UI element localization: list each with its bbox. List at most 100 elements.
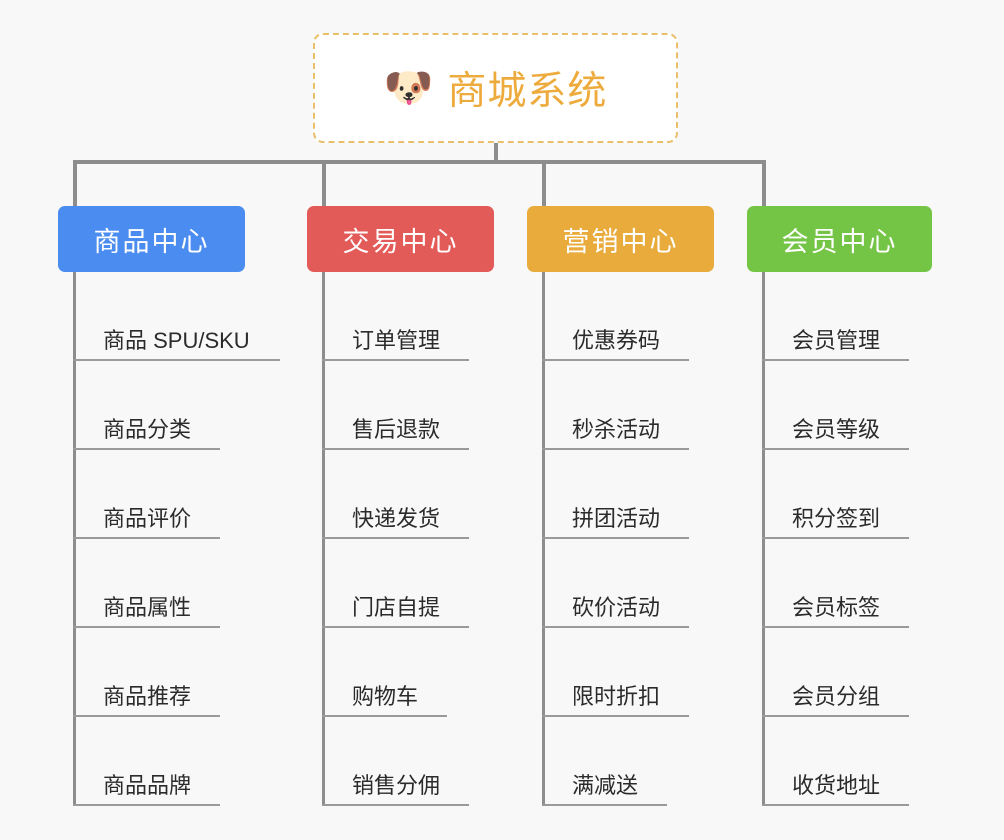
leaf-item-label: 订单管理 <box>352 328 441 353</box>
leaf-item[interactable]: 积分签到 <box>762 450 932 539</box>
leaf-item-underline <box>322 804 469 806</box>
root-title: 商城系统 <box>447 70 608 113</box>
column-product-center: 商品中心商品 SPU/SKU 商品分类商品评价商品属性商品推荐商品品牌 <box>58 206 280 806</box>
column-marketing-center: 营销中心优惠券码秒杀活动拼团活动砍价活动限时折扣满减送 <box>527 206 714 806</box>
column-trade-center: 交易中心订单管理售后退款快递发货门店自提购物车销售分佣 <box>307 206 494 806</box>
leaf-item-label: 商品 SPU/SKU <box>103 328 250 353</box>
leaf-item-label: 商品分类 <box>103 417 192 442</box>
leaf-list: 商品 SPU/SKU 商品分类商品评价商品属性商品推荐商品品牌 <box>73 272 280 806</box>
leaf-item-label: 秒杀活动 <box>572 417 661 442</box>
leaf-item-underline <box>73 804 220 806</box>
column-spine-marketing-center <box>542 272 545 806</box>
category-label: 营销中心 <box>562 226 679 257</box>
category-label: 商品中心 <box>93 226 210 257</box>
leaf-item-label: 会员等级 <box>792 417 881 442</box>
leaf-item-label: 会员标签 <box>792 595 881 620</box>
leaf-item-label: 拼团活动 <box>572 506 661 531</box>
leaf-item[interactable]: 秒杀活动 <box>542 361 714 450</box>
leaf-item-underline <box>542 804 667 806</box>
leaf-item[interactable]: 会员分组 <box>762 628 932 717</box>
leaf-item-underline <box>322 715 447 717</box>
leaf-item-underline <box>542 537 689 539</box>
leaf-item[interactable]: 商品属性 <box>73 539 245 628</box>
column-spine-member-center <box>762 272 765 806</box>
leaf-item-underline <box>762 359 909 361</box>
leaf-item[interactable]: 收货地址 <box>762 717 932 806</box>
leaf-item-underline <box>762 626 909 628</box>
leaf-item-label: 优惠券码 <box>572 328 661 353</box>
leaf-item-label: 会员管理 <box>792 328 881 353</box>
leaf-item-underline <box>542 715 689 717</box>
leaf-item-label: 销售分佣 <box>352 773 441 798</box>
leaf-item[interactable]: 会员等级 <box>762 361 932 450</box>
leaf-item-underline <box>762 448 909 450</box>
leaf-item-label: 会员分组 <box>792 684 881 709</box>
leaf-item-label: 积分签到 <box>792 506 881 531</box>
leaf-item[interactable]: 拼团活动 <box>542 450 714 539</box>
column-spine-trade-center <box>322 272 325 806</box>
column-member-center: 会员中心会员管理会员等级积分签到会员标签会员分组收货地址 <box>747 206 932 806</box>
category-box-trade-center[interactable]: 交易中心 <box>307 206 494 272</box>
horizontal-bus-connector <box>74 160 766 164</box>
leaf-item-underline <box>762 537 909 539</box>
leaf-item-underline <box>73 448 220 450</box>
leaf-item-underline <box>542 359 689 361</box>
category-label: 会员中心 <box>781 226 898 257</box>
drop-connector-trade-center <box>322 160 326 206</box>
leaf-item[interactable]: 售后退款 <box>322 361 494 450</box>
drop-connector-product-center <box>73 160 77 206</box>
category-box-product-center[interactable]: 商品中心 <box>58 206 245 272</box>
category-box-member-center[interactable]: 会员中心 <box>747 206 932 272</box>
leaf-item[interactable]: 销售分佣 <box>322 717 494 806</box>
leaf-item-label: 门店自提 <box>352 595 441 620</box>
leaf-item-label: 商品品牌 <box>103 773 192 798</box>
leaf-item-underline <box>322 359 469 361</box>
category-box-marketing-center[interactable]: 营销中心 <box>527 206 714 272</box>
drop-connector-marketing-center <box>542 160 546 206</box>
leaf-item-label: 售后退款 <box>352 417 441 442</box>
leaf-item[interactable]: 商品品牌 <box>73 717 245 806</box>
leaf-item[interactable]: 订单管理 <box>322 272 494 361</box>
root-stem-connector <box>493 143 498 164</box>
root-node[interactable]: 🐶 商城系统 <box>313 33 678 143</box>
leaf-item-underline <box>542 448 689 450</box>
leaf-item-label: 砍价活动 <box>572 595 661 620</box>
column-spine-product-center <box>73 272 76 806</box>
leaf-item-label: 限时折扣 <box>572 684 661 709</box>
leaf-item-label: 收货地址 <box>792 773 881 798</box>
leaf-item[interactable]: 优惠券码 <box>542 272 714 361</box>
leaf-item[interactable]: 满减送 <box>542 717 714 806</box>
leaf-list: 会员管理会员等级积分签到会员标签会员分组收货地址 <box>762 272 932 806</box>
leaf-item[interactable]: 砍价活动 <box>542 539 714 628</box>
leaf-item-label: 满减送 <box>572 773 639 798</box>
leaf-item-label: 商品推荐 <box>103 684 192 709</box>
leaf-item-underline <box>762 804 909 806</box>
category-label: 交易中心 <box>342 226 459 257</box>
leaf-item[interactable]: 会员管理 <box>762 272 932 361</box>
shiba-dog-face-icon: 🐶 <box>383 66 434 110</box>
leaf-list: 订单管理售后退款快递发货门店自提购物车销售分佣 <box>322 272 494 806</box>
leaf-item[interactable]: 商品评价 <box>73 450 245 539</box>
leaf-item[interactable]: 商品 SPU/SKU <box>73 272 280 361</box>
leaf-item-underline <box>73 537 220 539</box>
leaf-item[interactable]: 会员标签 <box>762 539 932 628</box>
leaf-item[interactable]: 门店自提 <box>322 539 494 628</box>
leaf-item[interactable]: 商品推荐 <box>73 628 245 717</box>
leaf-item[interactable]: 限时折扣 <box>542 628 714 717</box>
leaf-item-underline <box>73 626 220 628</box>
leaf-item-underline <box>322 448 469 450</box>
leaf-item[interactable]: 商品分类 <box>73 361 245 450</box>
leaf-list: 优惠券码秒杀活动拼团活动砍价活动限时折扣满减送 <box>542 272 714 806</box>
leaf-item[interactable]: 购物车 <box>322 628 494 717</box>
leaf-item-label: 购物车 <box>352 684 419 709</box>
leaf-item-underline <box>542 626 689 628</box>
leaf-item-label: 商品属性 <box>103 595 192 620</box>
leaf-item-underline <box>322 626 469 628</box>
leaf-item-underline <box>73 359 280 361</box>
leaf-item-underline <box>73 715 220 717</box>
leaf-item[interactable]: 快递发货 <box>322 450 494 539</box>
leaf-item-label: 商品评价 <box>103 506 192 531</box>
drop-connector-member-center <box>762 160 766 206</box>
leaf-item-underline <box>322 537 469 539</box>
